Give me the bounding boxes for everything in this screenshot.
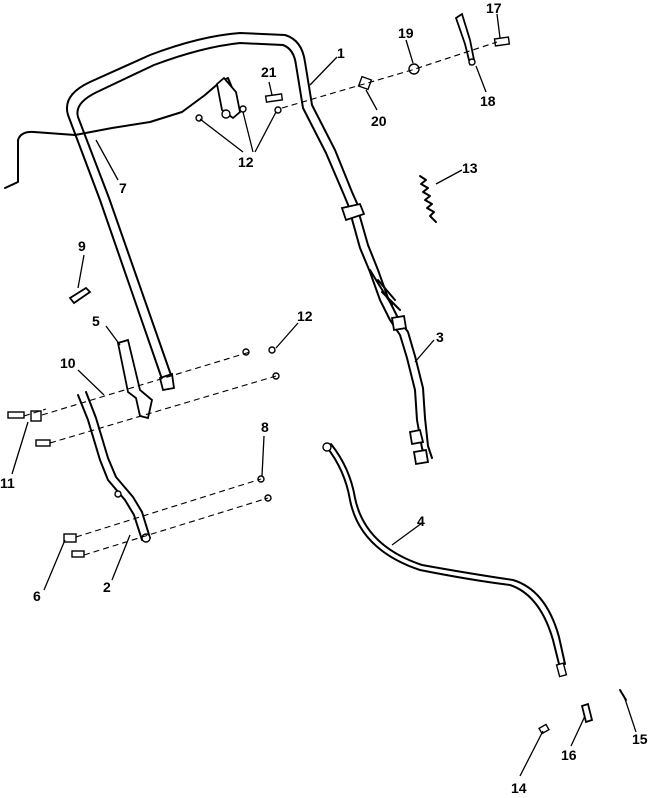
callout-11: 11 — [0, 475, 15, 491]
cable-clip — [68, 286, 92, 305]
callout-1: 1 — [337, 45, 345, 61]
control-bail-rod — [4, 76, 241, 189]
callout-12-mid: 12 — [297, 308, 313, 324]
callout-14: 14 — [511, 780, 527, 796]
callout-5: 5 — [92, 313, 100, 329]
callout-18: 18 — [480, 93, 496, 109]
upper-handle — [66, 32, 361, 392]
callout-17: 17 — [486, 0, 502, 16]
callout-9: 9 — [78, 238, 86, 254]
callout-13: 13 — [462, 160, 478, 176]
cable-lever — [454, 12, 511, 66]
control-cable — [322, 442, 568, 678]
callout-4: 4 — [417, 513, 425, 529]
assembly-lines — [23, 41, 498, 556]
callout-19: 19 — [398, 25, 414, 41]
callout-12-top: 12 — [238, 154, 254, 170]
callout-leaders — [11, 13, 637, 777]
callout-2: 2 — [103, 579, 111, 595]
callout-16: 16 — [561, 747, 577, 763]
lower-handle-right — [340, 202, 433, 466]
callout-20: 20 — [371, 113, 387, 129]
hardware — [7, 63, 627, 735]
callout-15: 15 — [632, 731, 648, 747]
callout-8: 8 — [261, 419, 269, 435]
callout-6: 6 — [33, 588, 41, 604]
callout-7: 7 — [119, 180, 127, 196]
callout-10: 10 — [60, 355, 76, 371]
callout-21: 21 — [261, 64, 277, 80]
spring — [419, 175, 437, 223]
lower-handle-bracket — [77, 391, 151, 543]
handle-knob-lever — [116, 338, 153, 420]
callout-3: 3 — [436, 329, 444, 345]
